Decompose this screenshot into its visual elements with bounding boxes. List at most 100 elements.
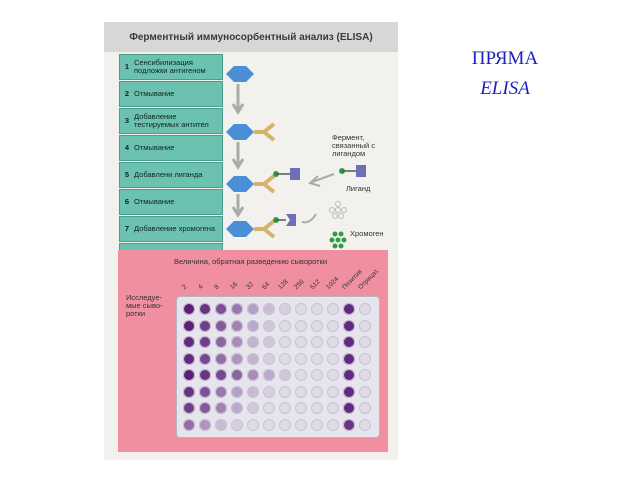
plate-well: [231, 303, 243, 315]
step-item: 2 Отмывание: [119, 81, 223, 107]
enzyme-label: Фермент, связанный с лигандом: [332, 133, 376, 158]
plate-well: [279, 319, 291, 332]
dilution-label: 16: [229, 280, 240, 291]
step-text: Сенсибилизация подложки антигеном: [134, 57, 206, 75]
plate-well: [183, 352, 195, 365]
elisa-diagram: Фермент, связанный с лигандом Лиганд Хро…: [224, 54, 398, 254]
plate-well: [295, 336, 307, 348]
step-text: Добавление тестируемых антител: [134, 111, 209, 129]
plate-well: [311, 402, 323, 414]
plate-well: [215, 402, 227, 414]
plate-well: [327, 369, 339, 381]
plate-well: [263, 319, 275, 332]
plate-well: [183, 369, 195, 381]
plate-well: [263, 336, 275, 348]
enzyme-square: [290, 168, 300, 180]
chromogen-label: Хромоген: [350, 229, 384, 238]
plate-well: [199, 385, 211, 398]
plate-well: [215, 418, 227, 431]
plate-well: [295, 319, 307, 332]
plate-well: [199, 336, 211, 348]
plate-well: [231, 418, 243, 431]
antibody: [254, 174, 276, 194]
plate-well: [215, 319, 227, 332]
plate-well: [359, 352, 371, 365]
plate-well: [263, 303, 275, 315]
row-label: Исследуе- мые сыво- ротки: [126, 293, 163, 318]
slide-title-line1: ПРЯМА: [471, 48, 539, 69]
step-number: 1: [124, 61, 130, 71]
plate-well: [199, 319, 211, 332]
plate-well: [327, 385, 339, 398]
plate-well: [263, 369, 275, 381]
ligand-label: Лиганд: [346, 184, 371, 193]
dilution-label: 1024: [325, 275, 341, 291]
plate-well: [279, 352, 291, 365]
plate-well: [199, 402, 211, 414]
step-number: 2: [124, 88, 130, 98]
plate-well: [231, 369, 243, 381]
plate-well: [343, 352, 355, 365]
step-item: 1 Сенсибилизация подложки антигеном: [119, 54, 223, 80]
plate-well: [279, 303, 291, 315]
plate-well: [311, 385, 323, 398]
down-arrow: [231, 84, 245, 115]
plate-well: [231, 352, 243, 365]
step-text: Отмывание: [134, 196, 175, 206]
plate-well: [247, 319, 259, 332]
plate-well: [247, 352, 259, 365]
plate-well: [199, 303, 211, 315]
plate-well: [343, 402, 355, 414]
plate-well: [359, 385, 371, 398]
enzyme-cup: [286, 214, 296, 226]
plate-well: [247, 303, 259, 315]
plate-well: [311, 319, 323, 332]
plate-well: [279, 418, 291, 431]
dilution-label: 128: [277, 278, 290, 291]
plate-well: [311, 418, 323, 431]
plate-well: [183, 303, 195, 315]
plate-well: [247, 369, 259, 381]
plate-well: [263, 402, 275, 414]
plate-well: [295, 352, 307, 365]
plate-well: [359, 303, 371, 315]
plate-well: [279, 336, 291, 348]
step-text: Добавлени лиганда: [134, 169, 203, 179]
plate-well: [327, 303, 339, 315]
step-text: Отмывание: [134, 88, 175, 98]
plate-well: [327, 319, 339, 332]
step-number: 4: [124, 142, 130, 152]
plate-well: [311, 303, 323, 315]
plate-well: [359, 402, 371, 414]
antigen-hexagon: [226, 66, 254, 82]
plate-well: [343, 319, 355, 332]
plate-well: [343, 336, 355, 348]
plate-well: [295, 418, 307, 431]
plate-well: [343, 369, 355, 381]
plate-well: [183, 336, 195, 348]
antigen-hexagon: [226, 124, 254, 140]
dilution-label: 64: [261, 280, 272, 291]
plate-well: [279, 369, 291, 381]
down-arrow: [231, 194, 245, 218]
chromogen-clear: [329, 201, 347, 219]
down-arrow: [231, 142, 245, 170]
plate-well: [247, 385, 259, 398]
dilution-label: 8: [213, 283, 221, 291]
plate-well: [231, 402, 243, 414]
dilution-label: 4: [197, 283, 205, 291]
plate-well: [295, 303, 307, 315]
diagram-svg: [226, 66, 366, 249]
plate-well: [279, 385, 291, 398]
plate-well: [343, 303, 355, 315]
figure-header: Ферментный иммуносорбентный анализ (ELIS…: [104, 22, 398, 52]
plate-well: [359, 336, 371, 348]
step-text: Добавление хромогена: [134, 223, 216, 233]
plate-well: [327, 402, 339, 414]
plate-well: [183, 319, 195, 332]
plate-well: [215, 385, 227, 398]
plate-well: [183, 385, 195, 398]
plate-well: [183, 402, 195, 414]
